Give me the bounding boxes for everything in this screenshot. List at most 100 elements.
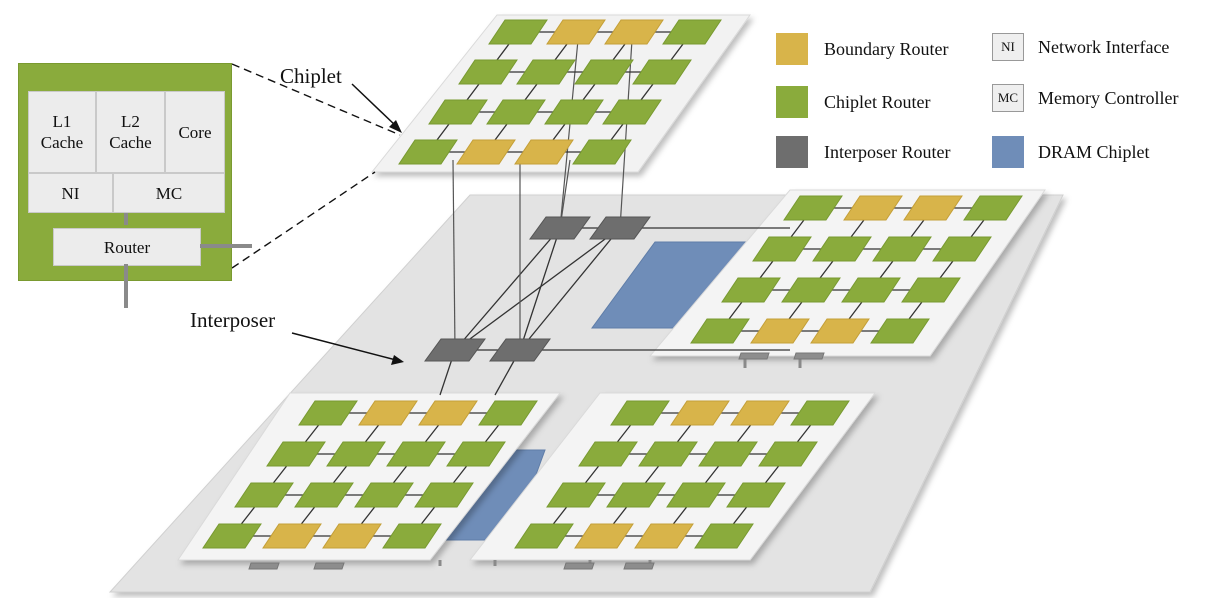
legend-interposer-router-label: Interposer Router: [824, 141, 951, 162]
chiplet-router: [354, 482, 414, 508]
interposer-pad: [738, 352, 770, 360]
interposer-router: [589, 216, 651, 240]
boundary-router: [322, 523, 382, 549]
interposer-router: [489, 338, 551, 362]
chiplet-router: [872, 236, 932, 262]
interposer-link: [519, 227, 621, 351]
chiplet-router: [446, 441, 506, 467]
chiplet-router: [870, 318, 930, 344]
interposer-router: [424, 338, 486, 362]
interposer-label: Interposer: [190, 308, 276, 332]
boundary-router: [730, 400, 790, 426]
chiplet-router: [546, 482, 606, 508]
core-label: Core: [178, 122, 212, 142]
mc-label: MC: [155, 183, 183, 203]
dram-chiplet-swatch: [992, 136, 1024, 168]
chiplet-grid-right: [690, 195, 1023, 344]
interposer-pad: [563, 562, 595, 570]
interposer-pad: [248, 562, 280, 570]
boundary-router: [574, 523, 634, 549]
legend-interposer-router: Interposer Router: [776, 136, 950, 168]
legend-chiplet-router: Chiplet Router: [776, 86, 931, 118]
chiplet-router: [398, 139, 458, 165]
chiplet-router: [752, 236, 812, 262]
chiplet-router: [578, 441, 638, 467]
legend-boundary-router: Boundary Router: [776, 33, 948, 65]
ni-icon: NI: [992, 33, 1024, 61]
l2-cache-block: L2 Cache: [96, 91, 165, 173]
interposer-link: [519, 227, 561, 351]
router-south-link: [124, 264, 128, 308]
chiplet-router: [488, 19, 548, 45]
router-east-link: [200, 244, 252, 248]
chiplet-router: [690, 318, 750, 344]
interconnect-wires: [248, 39, 825, 570]
interposer-pad: [313, 562, 345, 570]
router-grids: [202, 19, 1023, 549]
chiplet-plane-top: [370, 14, 751, 173]
chiplet-router: [326, 441, 386, 467]
chiplet-router: [234, 482, 294, 508]
chiplet-router: [298, 400, 358, 426]
l1-cache-block: L1 Cache: [28, 91, 96, 173]
legend-memory-controller: MC Memory Controller: [992, 84, 1178, 112]
chiplet-router: [841, 277, 901, 303]
chiplet-router: [516, 59, 576, 85]
chiplet-router: [783, 195, 843, 221]
ni-block: NI: [28, 173, 113, 213]
chiplet-router: [544, 99, 604, 125]
zoom-line-top: [231, 63, 401, 136]
chiplet-arrow: [351, 83, 402, 133]
boundary-router: [358, 400, 418, 426]
interposer-link: [454, 227, 621, 351]
boundary-router: [670, 400, 730, 426]
chiplet-router: [486, 99, 546, 125]
chiplet-router: [638, 441, 698, 467]
boundary-router: [456, 139, 516, 165]
chiplet-router: [266, 441, 326, 467]
chiplet-router: [901, 277, 961, 303]
chiplet-router: [202, 523, 262, 549]
chiplet-router: [478, 400, 538, 426]
zoom-line-bottom: [231, 171, 376, 269]
interposer-router: [529, 216, 591, 240]
chiplet-router: [698, 441, 758, 467]
interposer-routers: [424, 216, 651, 362]
chiplet-router: [294, 482, 354, 508]
router-label: Router: [103, 237, 151, 257]
boundary-router: [634, 523, 694, 549]
interposer-pad: [793, 352, 825, 360]
chiplet-router: [726, 482, 786, 508]
boundary-router: [750, 318, 810, 344]
legend-boundary-router-label: Boundary Router: [824, 38, 949, 59]
chiplet-label: Chiplet: [280, 64, 342, 88]
chiplet-router: [790, 400, 850, 426]
chiplet-router: [963, 195, 1023, 221]
vertical-link: [559, 39, 579, 229]
legend-network-interface-label: Network Interface: [1038, 36, 1170, 57]
legend-dram-chiplet: DRAM Chiplet: [992, 136, 1150, 168]
chiplet-router: [758, 441, 818, 467]
chiplet-router: [386, 441, 446, 467]
vertical-link: [619, 39, 633, 229]
chiplet-grid-bottom-left: [202, 400, 538, 549]
boundary-router: [604, 19, 664, 45]
interposer-pad: [623, 562, 655, 570]
boundary-router: [546, 19, 606, 45]
chiplet-router: [632, 59, 692, 85]
chiplet-router: [694, 523, 754, 549]
chiplet-detail-block: L1 Cache L2 Cache Core NI MC Router: [18, 63, 232, 281]
ni-label: NI: [61, 183, 80, 203]
chiplet-router: [458, 59, 518, 85]
chiplet-router: [572, 139, 632, 165]
chiplet-router: [574, 59, 634, 85]
chiplet-router: [610, 400, 670, 426]
boundary-router-swatch: [776, 33, 808, 65]
chiplet-grid-top: [398, 19, 722, 165]
interposer-arrow: [291, 332, 404, 365]
chiplet-router: [721, 277, 781, 303]
legend-chiplet-router-label: Chiplet Router: [824, 91, 931, 112]
legend-network-interface: NI Network Interface: [992, 33, 1169, 61]
vertical-link: [452, 159, 456, 351]
chiplet-router: [812, 236, 872, 262]
